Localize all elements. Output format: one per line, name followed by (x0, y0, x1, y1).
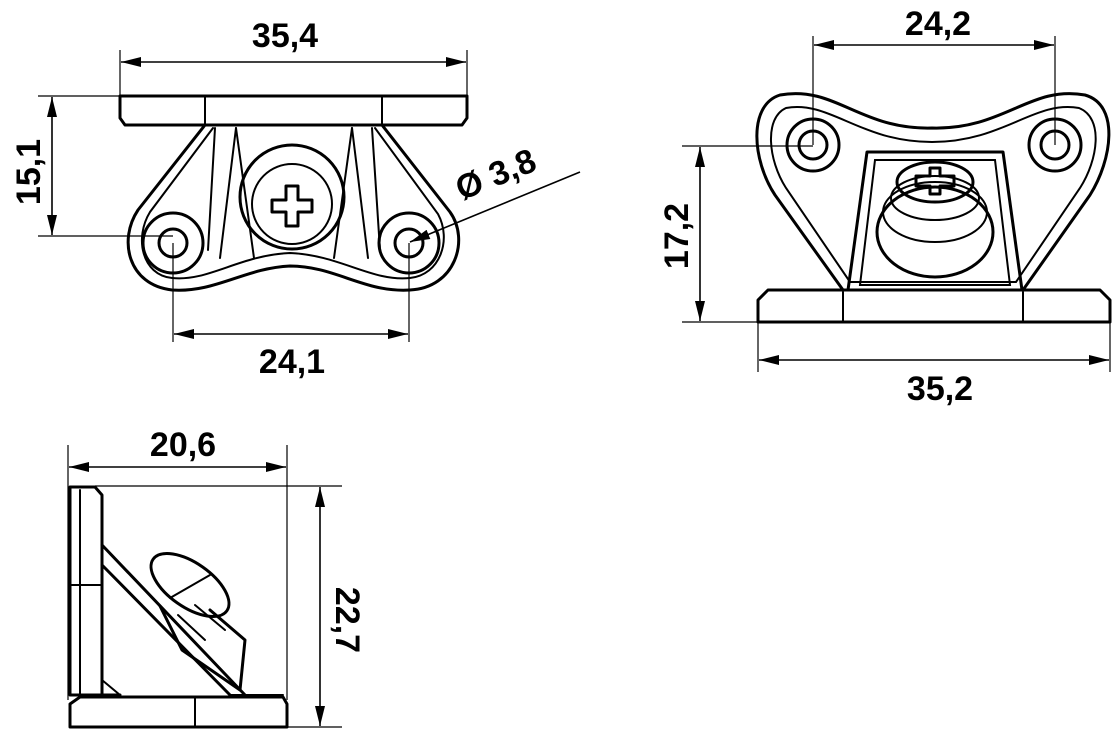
front-view-cross-recess-icon (914, 166, 956, 196)
side-view-screw-head (149, 552, 231, 618)
dim-side-height: 22,7 (328, 587, 366, 653)
dim-top-height: 15,1 (10, 139, 48, 205)
cross-recess-icon (270, 184, 314, 228)
dim-top-hole-spacing: 24,1 (259, 343, 325, 381)
front-view: 24,2 17,2 35,2 (658, 5, 1112, 408)
front-view-ear-plate (755, 92, 1111, 292)
side-view-screw-shank (158, 604, 247, 692)
dim-front-hole-spacing: 24,2 (905, 5, 971, 43)
front-view-base (756, 288, 1112, 324)
dim-front-height: 17,2 (658, 203, 696, 269)
top-view-base-plate (118, 94, 469, 127)
side-view: 20,6 22,7 (67, 426, 366, 729)
side-view-base-plate (68, 695, 289, 729)
top-view: 35,4 24,1 15,1 Ø 3,8 (10, 17, 581, 381)
side-view-diagonal-body (100, 518, 247, 697)
dim-top-overall-width: 35,4 (252, 17, 318, 55)
top-view-screw-head (238, 143, 346, 251)
front-view-screw-body (875, 185, 995, 279)
dim-front-base-width: 35,2 (907, 370, 973, 408)
dim-side-depth: 20,6 (150, 426, 216, 464)
side-view-wall-plate (68, 485, 104, 697)
dim-top-hole-diameter: Ø 3,8 (450, 142, 541, 208)
front-view-screw-head (895, 160, 975, 204)
top-view-body-outline (126, 123, 461, 292)
